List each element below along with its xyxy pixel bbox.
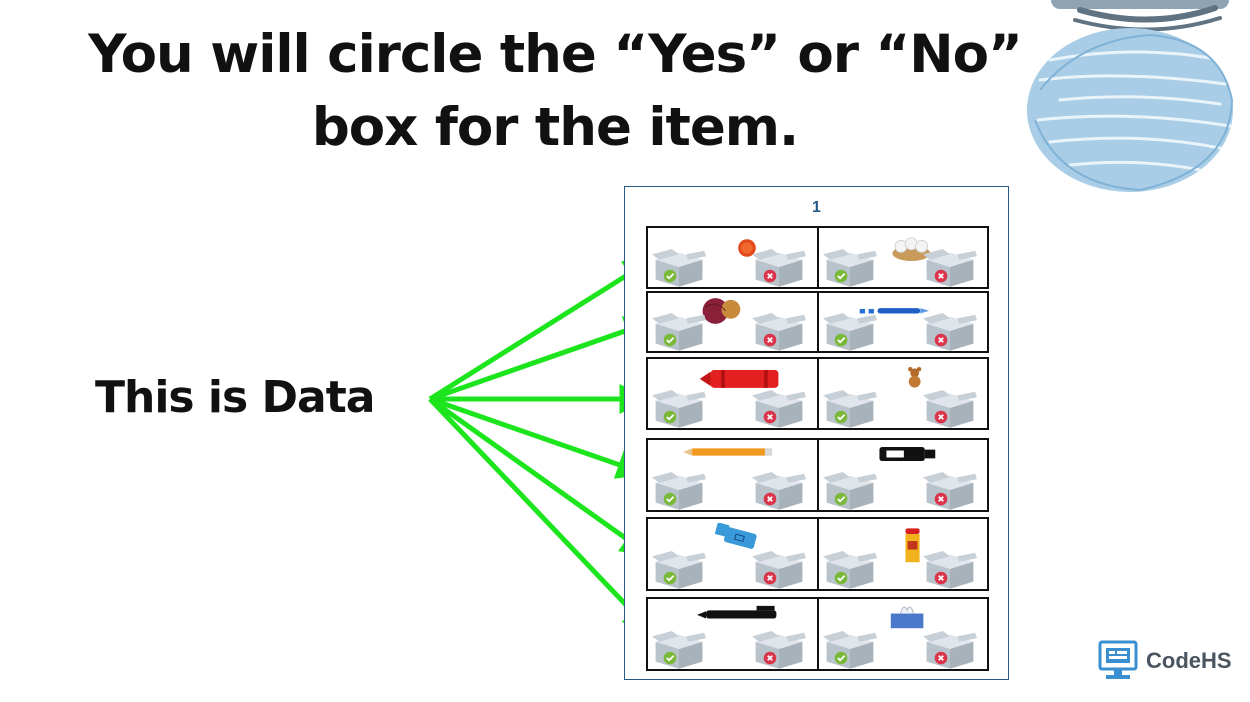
no-box[interactable] — [752, 247, 806, 287]
item-cell — [648, 599, 817, 669]
no-box[interactable] — [752, 549, 806, 589]
tissue-box-image — [890, 606, 923, 629]
check-circle-icon — [834, 651, 847, 665]
codehs-logo — [1098, 640, 1138, 679]
yarn-balls-image — [702, 298, 741, 324]
marker-image — [878, 447, 935, 461]
page-number: 1 — [812, 199, 821, 216]
check-circle-icon — [834, 571, 847, 585]
worksheet-row — [646, 357, 989, 430]
codehs-logo-text: CodeHS — [1146, 648, 1232, 673]
no-box[interactable] — [922, 388, 977, 428]
yes-box[interactable] — [652, 470, 706, 510]
check-circle-icon — [834, 333, 847, 347]
data-label: This is Data — [95, 372, 375, 423]
decorative-scribble-graphic — [1027, 0, 1234, 192]
worksheet-row — [646, 291, 989, 353]
orange-pencil-image — [683, 448, 773, 456]
yes-box[interactable] — [652, 549, 706, 589]
arrow-4 — [429, 396, 648, 479]
check-circle-icon — [663, 410, 677, 424]
item-cell — [648, 440, 817, 510]
item-cell — [648, 228, 817, 287]
black-pen-image — [697, 605, 777, 619]
check-circle-icon — [663, 651, 677, 665]
yes-box[interactable] — [652, 247, 706, 287]
arrow-6 — [428, 397, 654, 634]
glue-stick-image — [714, 523, 757, 549]
arrow-2 — [429, 316, 656, 402]
pipe-cleaner-image — [859, 308, 929, 314]
no-box[interactable] — [922, 470, 977, 510]
pom-pom-image — [738, 239, 756, 257]
no-box[interactable] — [922, 247, 977, 287]
yes-box[interactable] — [822, 470, 877, 510]
yes-box[interactable] — [652, 311, 706, 351]
no-box[interactable] — [752, 388, 806, 428]
arrow-5 — [428, 396, 652, 557]
item-cell — [816, 440, 988, 510]
slide-title: You will circle the “Yes” or “No” box fo… — [40, 18, 1070, 164]
no-box[interactable] — [922, 629, 977, 669]
worksheet-row — [646, 597, 989, 671]
item-cell — [648, 519, 817, 589]
yes-box[interactable] — [652, 388, 706, 428]
yes-box[interactable] — [822, 549, 877, 589]
item-cell — [816, 359, 988, 428]
item-cell — [816, 293, 988, 351]
red-crayon-image — [699, 369, 779, 388]
no-box[interactable] — [922, 311, 977, 351]
item-cell — [648, 293, 817, 351]
item-cell — [816, 599, 988, 669]
yes-box[interactable] — [652, 629, 706, 669]
check-circle-icon — [663, 333, 677, 347]
no-box[interactable] — [752, 470, 806, 510]
spice-container-image — [904, 528, 920, 563]
yes-box[interactable] — [822, 629, 877, 669]
no-box[interactable] — [752, 311, 806, 351]
worksheet-row — [646, 517, 989, 591]
cotton-balls-bowl-image — [891, 237, 930, 261]
yes-box[interactable] — [822, 247, 877, 287]
arrow-1 — [428, 258, 655, 402]
worksheet-row — [646, 226, 989, 289]
check-circle-icon — [663, 571, 677, 585]
check-circle-icon — [834, 492, 847, 506]
item-cell — [816, 228, 988, 287]
check-circle-icon — [663, 269, 677, 283]
worksheet-row — [646, 438, 989, 512]
check-circle-icon — [834, 410, 847, 424]
slide-title-line-2: box for the item. — [311, 97, 799, 158]
check-circle-icon — [663, 492, 677, 506]
yes-box[interactable] — [822, 311, 877, 351]
item-cell — [648, 359, 817, 428]
item-cell — [816, 519, 988, 589]
no-box[interactable] — [922, 549, 977, 589]
worksheet: 1 — [624, 186, 1009, 680]
yes-box[interactable] — [822, 388, 877, 428]
check-circle-icon — [834, 269, 847, 283]
no-box[interactable] — [752, 629, 806, 669]
teddy-bear-image — [907, 366, 921, 388]
slide-title-line-1: You will circle the “Yes” or “No” — [88, 24, 1023, 85]
